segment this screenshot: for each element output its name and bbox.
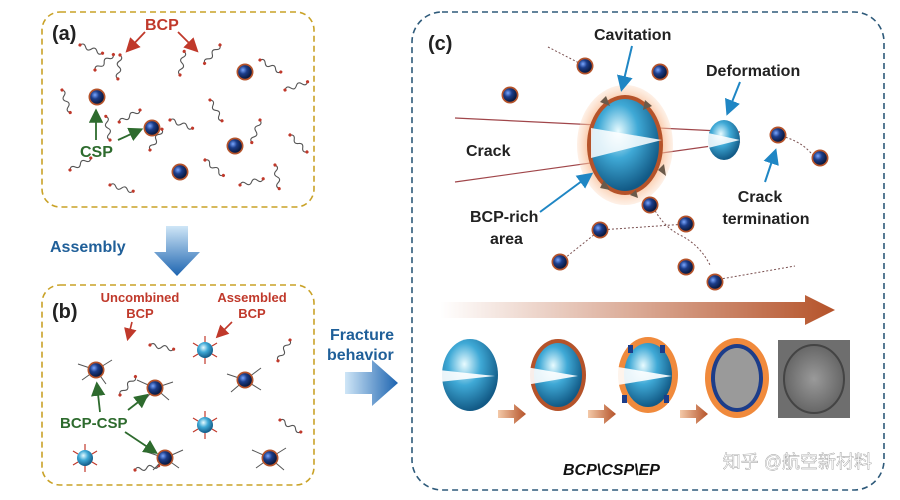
bcp-label-a: BCP xyxy=(145,17,179,34)
assembled-label-line1: Assembled xyxy=(217,290,286,305)
sequence-stage-1 xyxy=(420,339,498,411)
crack-label: Crack xyxy=(466,143,511,160)
assembled-arrow xyxy=(215,321,233,339)
bcp-csp-particles-b xyxy=(77,359,287,471)
bcp-csp-arrow-1 xyxy=(91,381,106,413)
csp-particles-a xyxy=(88,63,254,181)
panel-b-label: (b) xyxy=(52,301,78,323)
csp-arrow-2 xyxy=(117,127,144,142)
cavitation-label: Cavitation xyxy=(594,27,671,44)
uncombined-arrow xyxy=(124,321,137,342)
sem-micrograph xyxy=(778,340,850,418)
bcp-rich-arrow xyxy=(539,172,594,213)
assembly-arrow xyxy=(154,226,200,276)
fracture-label-line2: behavior xyxy=(327,347,394,364)
deformation-label: Deformation xyxy=(706,63,800,80)
cavitation-arrow xyxy=(616,45,633,92)
fracture-label-line1: Fracture xyxy=(330,327,394,344)
bcp-csp-arrow-2 xyxy=(127,393,149,411)
chain-links xyxy=(547,46,819,281)
uncombined-label-line2: BCP xyxy=(126,306,154,321)
assembled-bcp-particles-b xyxy=(72,335,218,473)
bcp-rich-label-line2: area xyxy=(490,231,523,248)
deformation-arrow xyxy=(725,81,741,116)
deformed-particle xyxy=(708,120,740,160)
progression-arrow xyxy=(440,295,835,325)
bcp-arrow-1 xyxy=(125,31,146,53)
bcp-rich-label-line1: BCP-rich xyxy=(470,209,538,226)
crack-termination-line2: termination xyxy=(722,211,809,228)
bcp-csp-arrow-3 xyxy=(124,431,158,454)
sequence-stage-3 xyxy=(600,337,678,413)
bcp-arrow-2 xyxy=(177,31,199,53)
panel-c-border xyxy=(411,11,885,491)
bottom-caption: BCP\CSP\EP xyxy=(563,462,660,479)
crack-termination-arrow xyxy=(763,148,779,183)
bcp-rich-particle xyxy=(577,85,673,205)
panel-a-label: (a) xyxy=(52,23,76,45)
assembled-label-line2: BCP xyxy=(238,306,266,321)
sequence-small-arrows xyxy=(498,404,708,424)
assembly-label: Assembly xyxy=(50,239,126,256)
panel-a-border xyxy=(41,11,315,208)
csp-label-a: CSP xyxy=(80,144,113,161)
fracture-arrow xyxy=(345,360,398,406)
sequence-stage-2 xyxy=(520,339,586,411)
crack-termination-line1: Crack xyxy=(738,189,783,206)
panel-c-label: (c) xyxy=(428,33,452,55)
bcp-csp-label: BCP-CSP xyxy=(60,415,128,432)
panel-b-border xyxy=(41,284,315,486)
watermark: 知乎 @航空新材料 xyxy=(723,452,872,472)
uncombined-label-line1: Uncombined xyxy=(101,290,180,305)
sequence-stage-4 xyxy=(705,338,769,418)
